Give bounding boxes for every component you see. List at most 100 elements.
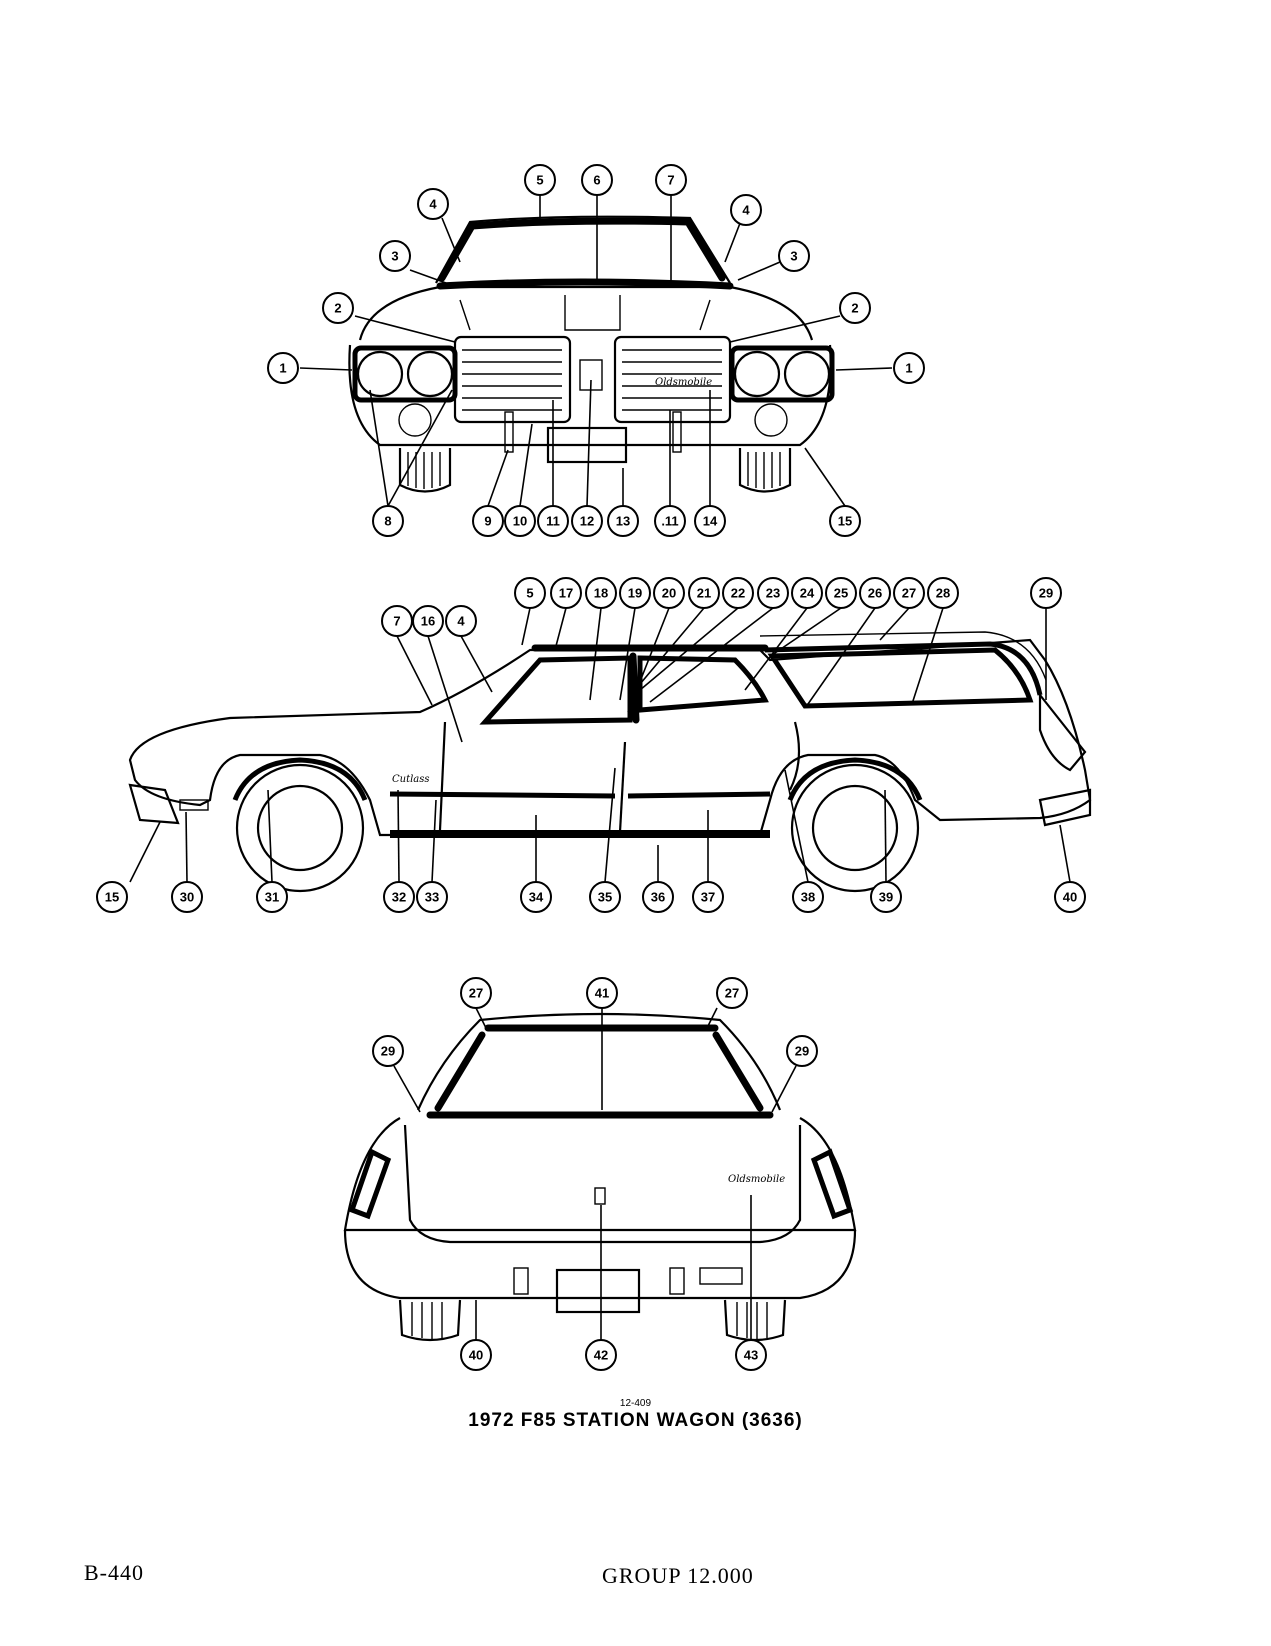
- callout-label: 15: [105, 890, 119, 905]
- callout-label: 7: [393, 614, 400, 629]
- callout: 38: [792, 881, 824, 913]
- callout: 13: [607, 505, 639, 537]
- callout-label: 38: [801, 890, 815, 905]
- callout: 5: [524, 164, 556, 196]
- callout: 28: [927, 577, 959, 609]
- callout-label: 41: [595, 986, 609, 1001]
- page-number: B-440: [84, 1560, 144, 1585]
- callout-label: 29: [795, 1044, 809, 1059]
- callout-label: 1: [905, 361, 912, 376]
- callout-label: 26: [868, 586, 882, 601]
- callout-label: 4: [457, 614, 465, 629]
- callout: 29: [372, 1035, 404, 1067]
- callout-label: 32: [392, 890, 406, 905]
- callout: 2: [322, 292, 354, 324]
- callout: 27: [716, 977, 748, 1009]
- callout: 4: [417, 188, 449, 220]
- callout-label: 43: [744, 1348, 758, 1363]
- callout-label: 36: [651, 890, 665, 905]
- callout: .11: [654, 505, 686, 537]
- callout-label: 2: [851, 301, 858, 316]
- callout-label: 8: [384, 514, 391, 529]
- callout-label: 42: [594, 1348, 608, 1363]
- callout-label: 11: [546, 514, 560, 529]
- callout: 22: [722, 577, 754, 609]
- callout-label: 10: [513, 514, 527, 529]
- callout: 24: [791, 577, 823, 609]
- callout: 5: [514, 577, 546, 609]
- svg-text:Cutlass: Cutlass: [392, 774, 430, 785]
- callout: 7: [381, 605, 413, 637]
- callout: 20: [653, 577, 685, 609]
- callout: 4: [445, 605, 477, 637]
- callout: 40: [460, 1339, 492, 1371]
- callout-label: 2: [334, 301, 341, 316]
- callout: 30: [171, 881, 203, 913]
- callout-label: 16: [421, 614, 435, 629]
- callout-label: 3: [391, 249, 398, 264]
- callout: 32: [383, 881, 415, 913]
- callout: 37: [692, 881, 724, 913]
- callout-label: 35: [598, 890, 612, 905]
- callout: 14: [694, 505, 726, 537]
- callout: 4: [730, 194, 762, 226]
- callout: 11: [537, 505, 569, 537]
- callout: 16: [412, 605, 444, 637]
- callout: 39: [870, 881, 902, 913]
- callout-label: 25: [834, 586, 848, 601]
- callout: 6: [581, 164, 613, 196]
- callout-label: 27: [725, 986, 739, 1001]
- callout-label: 30: [180, 890, 194, 905]
- callout-label: 13: [616, 514, 630, 529]
- callout: 34: [520, 881, 552, 913]
- callout-label: 18: [594, 586, 608, 601]
- callout-label: 29: [381, 1044, 395, 1059]
- svg-text:Oldsmobile: Oldsmobile: [728, 1174, 785, 1185]
- callout-label: 37: [701, 890, 715, 905]
- callout: 31: [256, 881, 288, 913]
- callout-label: 5: [526, 586, 533, 601]
- callout: 18: [585, 577, 617, 609]
- callout-label: 27: [469, 986, 483, 1001]
- callout: 29: [786, 1035, 818, 1067]
- callout-label: 15: [838, 514, 852, 529]
- callout-label: 22: [731, 586, 745, 601]
- svg-text:Oldsmobile: Oldsmobile: [655, 377, 712, 388]
- front-view: Oldsmobile: [267, 164, 925, 537]
- callout: 29: [1030, 577, 1062, 609]
- callout: 17: [550, 577, 582, 609]
- callout: 12: [571, 505, 603, 537]
- callout: 21: [688, 577, 720, 609]
- callout: 9: [472, 505, 504, 537]
- callout: 26: [859, 577, 891, 609]
- callout: 35: [589, 881, 621, 913]
- callout-label: 29: [1039, 586, 1053, 601]
- callout-label: .11: [661, 514, 678, 529]
- callout-label: 27: [902, 586, 916, 601]
- callout: 36: [642, 881, 674, 913]
- callout: 15: [829, 505, 861, 537]
- side-view: Cutlass: [96, 577, 1092, 913]
- callout-label: 4: [742, 203, 750, 218]
- callout: 1: [267, 352, 299, 384]
- figure-id: 12-409: [619, 1398, 652, 1409]
- callout-label: 1: [279, 361, 286, 376]
- callout: 1: [893, 352, 925, 384]
- callout: 2: [839, 292, 871, 324]
- callout-label: 19: [628, 586, 642, 601]
- figure-title: 1972 F85 STATION WAGON (3636): [468, 1410, 803, 1431]
- callout-label: 20: [662, 586, 676, 601]
- callout-label: 34: [529, 890, 544, 905]
- callout-label: 5: [536, 173, 543, 188]
- callout-label: 7: [667, 173, 674, 188]
- callout: 43: [735, 1339, 767, 1371]
- callout-label: 3: [790, 249, 797, 264]
- callout-label: 14: [703, 514, 718, 529]
- callout: 41: [586, 977, 618, 1009]
- group-label: GROUP 12.000: [602, 1563, 754, 1588]
- callout-label: 12: [580, 514, 594, 529]
- callout-label: 4: [429, 197, 437, 212]
- callout: 25: [825, 577, 857, 609]
- callout-label: 33: [425, 890, 439, 905]
- callout: 15: [96, 881, 128, 913]
